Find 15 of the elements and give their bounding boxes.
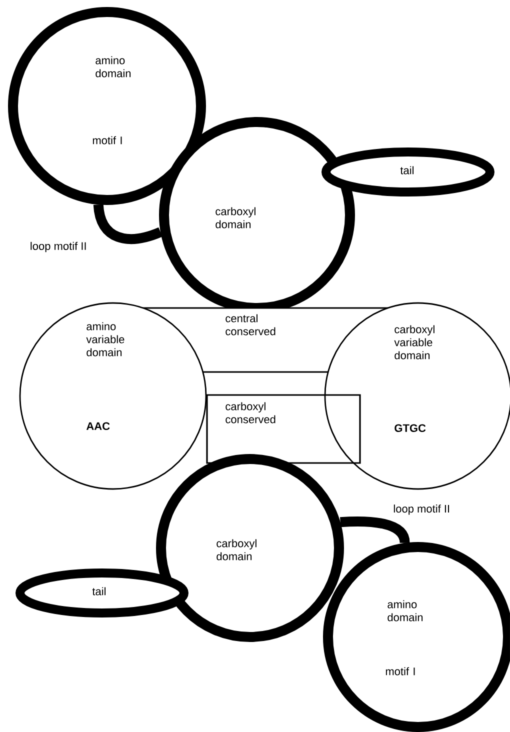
domain-label: carboxyl domain (216, 207, 256, 228)
edge-label: loop motif II (28, 240, 88, 254)
domain-label: motif I (92, 136, 122, 144)
domain-label: amino domain (388, 600, 423, 622)
domain-label: carboxyl domain (216, 539, 256, 560)
domain-label: amino domain (96, 56, 131, 78)
domain-label: carboxyl variable domain (394, 325, 434, 360)
loop-connector (340, 516, 410, 544)
domain-label: motif I (386, 667, 415, 676)
domain-label: central conserved (226, 314, 276, 336)
edge-label: loop motif II (392, 504, 452, 516)
domain-label: carboxyl conserved (226, 402, 276, 424)
domain-label: amino variable domain (86, 322, 124, 356)
domain-label: AAC (86, 422, 110, 430)
domain-label: GTGC (394, 424, 426, 432)
